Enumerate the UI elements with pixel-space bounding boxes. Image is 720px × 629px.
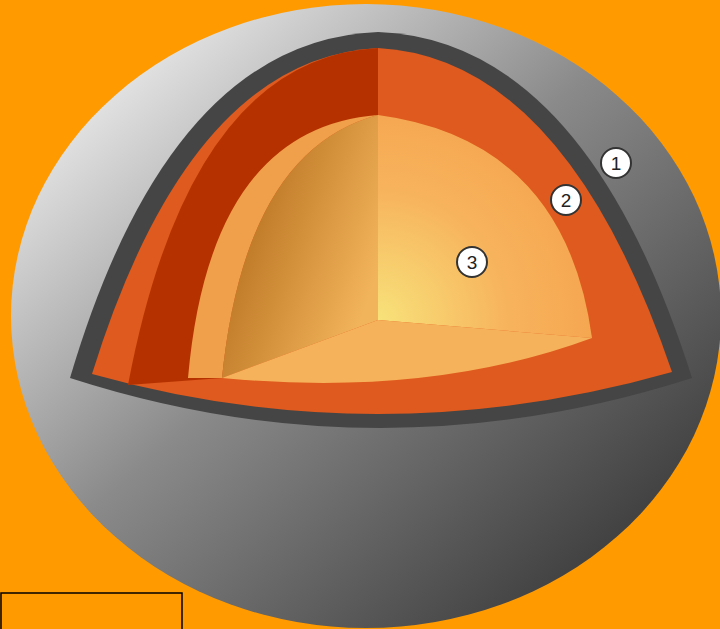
core-right-face (378, 115, 592, 338)
callout-number: 3 (456, 246, 488, 278)
empty-frame (1, 593, 182, 629)
crust-surface (11, 4, 720, 628)
core-floor (222, 320, 592, 383)
mantle-face (92, 48, 672, 414)
crust-band (70, 32, 692, 428)
callout-number: 2 (550, 184, 582, 216)
callout-number: 1 (600, 147, 632, 179)
